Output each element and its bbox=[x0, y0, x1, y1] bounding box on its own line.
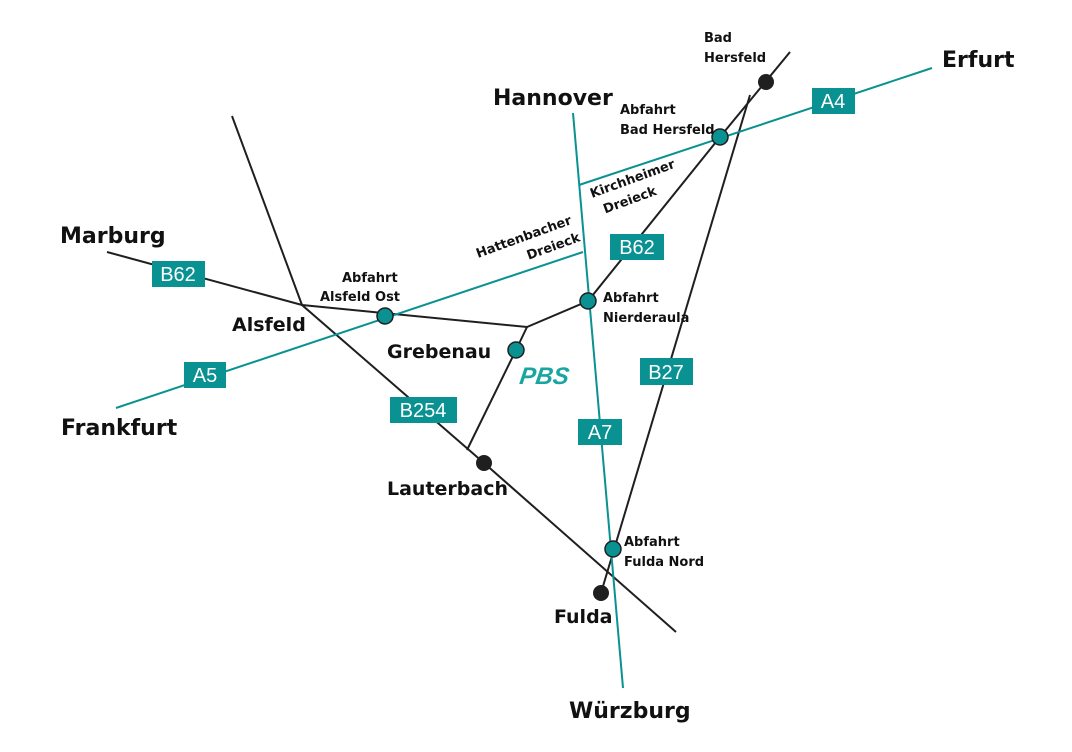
town-fulda: Fulda bbox=[554, 606, 613, 628]
exit-bad-hersfeld-marker bbox=[711, 128, 729, 146]
town-lauterbach: Lauterbach bbox=[387, 478, 508, 500]
town-alsfeld: Alsfeld bbox=[232, 314, 306, 336]
label-b62-east: B62 bbox=[610, 234, 664, 260]
town-grebenau: Grebenau bbox=[387, 341, 491, 363]
label-b62-west: B62 bbox=[152, 261, 205, 287]
town-bad-hersfeld-line2: Hersfeld bbox=[704, 51, 766, 66]
svg-text:A4: A4 bbox=[821, 91, 845, 113]
label-b27: B27 bbox=[640, 358, 693, 385]
lauterbach-marker bbox=[476, 455, 492, 471]
city-wuerzburg: Würzburg bbox=[569, 699, 691, 724]
svg-text:B62: B62 bbox=[160, 264, 196, 286]
town-bad-hersfeld-line1: Bad bbox=[704, 31, 732, 46]
label-a4: A4 bbox=[812, 88, 855, 114]
road-b62 bbox=[106, 51, 791, 329]
exit-alsfeld-ost-line2: Alsfeld Ost bbox=[320, 290, 400, 305]
road-b27 bbox=[600, 94, 751, 594]
fulda-marker bbox=[593, 585, 609, 601]
city-erfurt: Erfurt bbox=[942, 48, 1015, 73]
road-b254 bbox=[231, 115, 677, 633]
city-hannover: Hannover bbox=[493, 86, 613, 111]
exit-fulda-nord-marker bbox=[604, 540, 622, 558]
exit-alsfeld-ost-marker bbox=[376, 307, 394, 325]
svg-text:B254: B254 bbox=[400, 400, 447, 422]
svg-text:B27: B27 bbox=[648, 362, 684, 384]
highway-a7 bbox=[572, 112, 624, 689]
svg-text:B62: B62 bbox=[619, 237, 655, 259]
label-b254: B254 bbox=[390, 397, 457, 423]
exit-niederaula-marker bbox=[579, 292, 597, 310]
exit-bad-hersfeld-line2: Bad Hersfeld bbox=[620, 123, 715, 138]
exit-fulda-nord-line1: Abfahrt bbox=[624, 535, 680, 550]
city-frankfurt: Frankfurt bbox=[61, 416, 178, 441]
city-marburg: Marburg bbox=[60, 224, 166, 249]
exit-niederaula-line2: Nierderaula bbox=[603, 311, 689, 326]
svg-text:A5: A5 bbox=[193, 365, 217, 387]
label-a7: A7 bbox=[578, 419, 622, 445]
exit-fulda-nord-line2: Fulda Nord bbox=[624, 555, 704, 570]
exit-niederaula-line1: Abfahrt bbox=[603, 291, 659, 306]
pbs-logo: PBS bbox=[518, 363, 571, 390]
exit-alsfeld-ost-line1: Abfahrt bbox=[342, 271, 398, 286]
label-a5: A5 bbox=[184, 362, 226, 388]
highway-a4 bbox=[578, 67, 933, 186]
exit-bad-hersfeld-line1: Abfahrt bbox=[620, 103, 676, 118]
bad-hersfeld-marker bbox=[758, 74, 774, 90]
grebenau-marker bbox=[507, 341, 525, 359]
svg-text:A7: A7 bbox=[588, 422, 612, 444]
